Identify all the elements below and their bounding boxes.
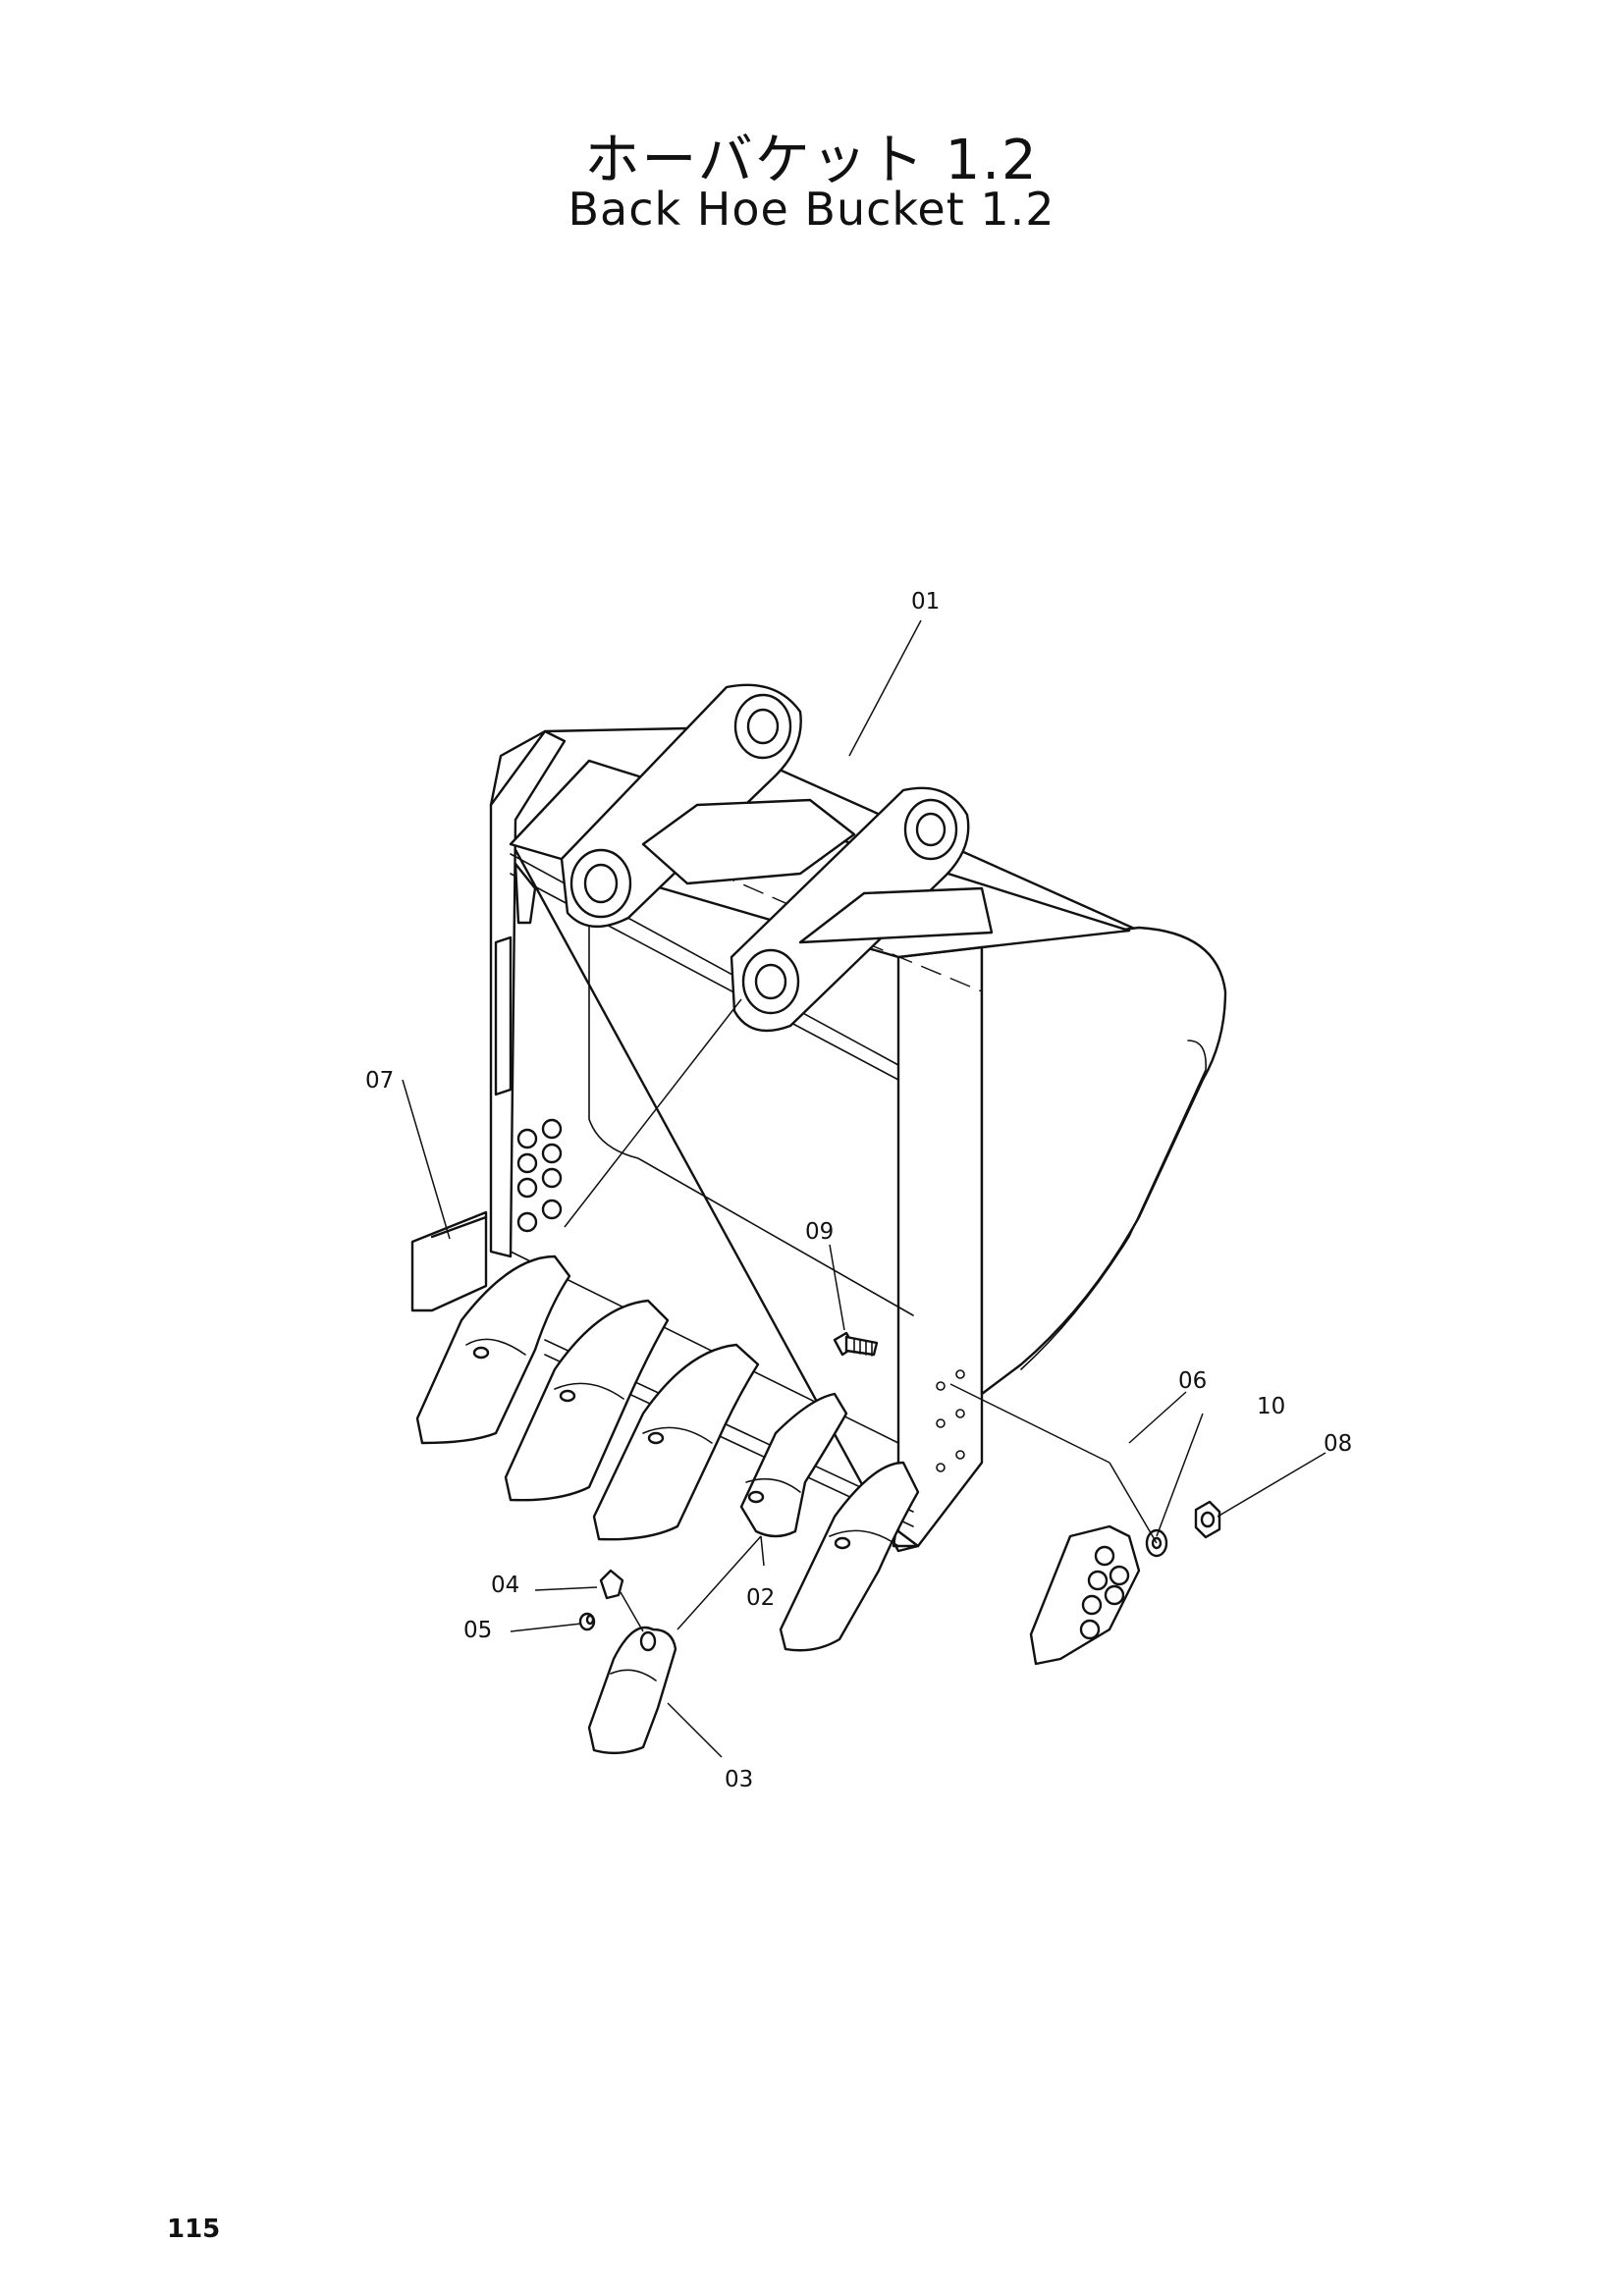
teeth-row: [415, 1255, 920, 1652]
bolt-09: [833, 1331, 879, 1357]
callout-06: 06: [1178, 1368, 1207, 1394]
nut-08: [1194, 1500, 1221, 1539]
callout-07: 07: [365, 1068, 394, 1094]
title-japanese: ホーバケット 1.2: [584, 129, 1039, 192]
callout-labels: 01 02 03 04 05 06 07 08 09 10: [365, 589, 1352, 1792]
bucket-body: [489, 683, 1227, 1553]
callout-05: 05: [463, 1618, 492, 1643]
leader-lines: [402, 619, 1326, 1758]
title-english: Back Hoe Bucket 1.2: [568, 183, 1055, 236]
callout-02: 02: [746, 1585, 775, 1611]
side-cutter-left: [410, 1210, 488, 1312]
tooth-tip-03: [587, 1626, 677, 1755]
callout-08: 08: [1324, 1431, 1352, 1457]
callout-04: 04: [491, 1573, 519, 1598]
callout-01: 01: [911, 589, 940, 614]
callout-10: 10: [1257, 1394, 1285, 1419]
pin-04: [599, 1569, 624, 1600]
callout-03: 03: [725, 1767, 753, 1792]
side-cutter-right: [1029, 1524, 1141, 1666]
callout-09: 09: [805, 1219, 834, 1245]
page-number: 115: [167, 2215, 221, 2244]
lock-05: [578, 1612, 596, 1631]
